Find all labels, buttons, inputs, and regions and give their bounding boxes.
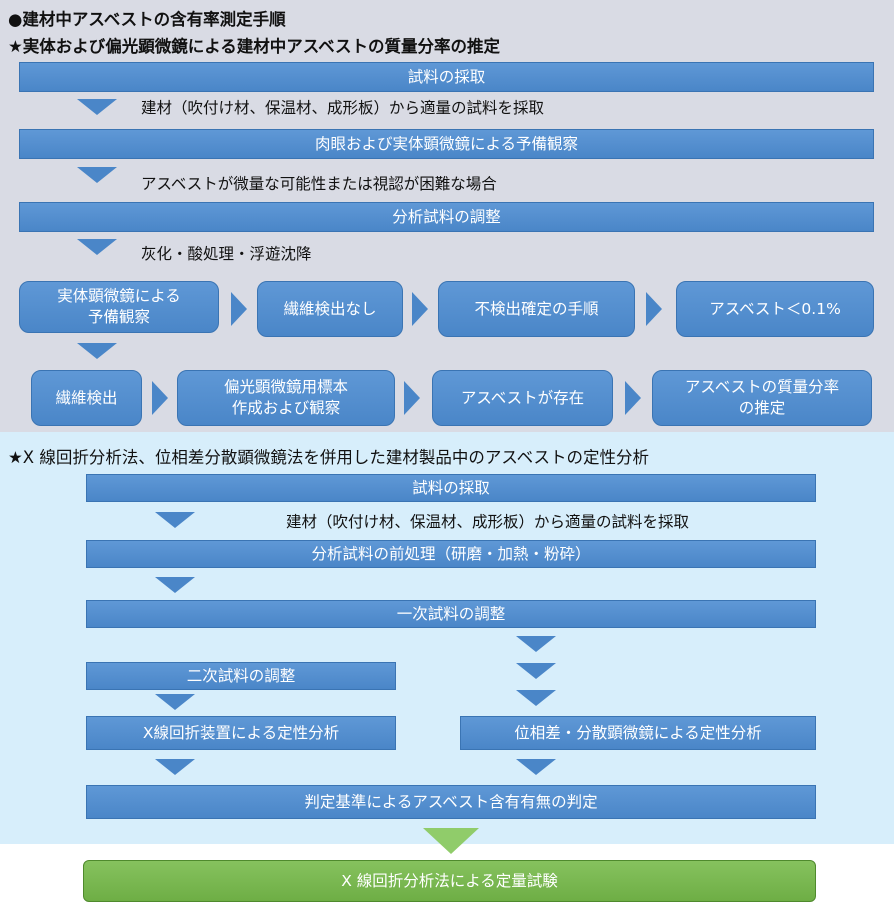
arrow-down-icon: [155, 577, 195, 593]
final-step-quantitative-test: X 線回折分析法による定量試験: [83, 860, 816, 902]
s2-step-judgement: 判定基準によるアスベスト含有有無の判定: [86, 785, 816, 819]
s2-step-primary: 一次試料の調整: [86, 600, 816, 628]
s1-step-preobservation: 肉眼および実体顕微鏡による予備観察: [19, 129, 874, 159]
section-1-subtitle: ★実体および偏光顕微鏡による建材中アスベストの質量分率の推定: [8, 37, 500, 56]
section-1-title: ●建材中アスベストの含有率測定手順: [8, 10, 286, 29]
arrow-down-icon: [77, 167, 117, 183]
arrow-right-icon: [231, 292, 247, 326]
arrow-down-icon: [77, 343, 117, 359]
s1-row2-box-2: 偏光顕微鏡用標本 作成および観察: [177, 370, 395, 426]
s1-step-sampling: 試料の採取: [19, 62, 874, 92]
section-2-title: ★X 線回折分析法、位相差分散顕微鏡法を併用した建材製品中のアスベストの定性分析: [8, 448, 650, 467]
arrow-down-icon: [423, 828, 479, 854]
arrow-right-icon: [404, 381, 420, 415]
s1-row1-box-2: 繊維検出なし: [257, 281, 403, 337]
arrow-down-icon: [516, 663, 556, 679]
s1-note-preparation: 灰化・酸処理・浮遊沈降: [141, 245, 312, 263]
s2-note-sampling: 建材（吹付け材、保温材、成形板）から適量の試料を採取: [286, 513, 690, 531]
arrow-down-icon: [77, 99, 117, 115]
s1-row1-box-3: 不検出確定の手順: [438, 281, 635, 337]
arrow-down-icon: [155, 512, 195, 528]
s1-row2-box-1: 繊維検出: [31, 370, 142, 426]
s1-row2-box-3: アスベストが存在: [432, 370, 613, 426]
arrow-down-icon: [155, 759, 195, 775]
s1-step-preparation: 分析試料の調整: [19, 202, 874, 232]
s2-step-phase: 位相差・分散顕微鏡による定性分析: [460, 716, 816, 750]
arrow-down-icon: [516, 636, 556, 652]
arrow-down-icon: [516, 759, 556, 775]
s2-step-pretreatment: 分析試料の前処理（研磨・加熱・粉砕）: [86, 540, 816, 568]
s1-note-preobservation: アスベストが微量な可能性または視認が困難な場合: [141, 175, 497, 193]
s1-row2-box-4: アスベストの質量分率 の推定: [652, 370, 872, 426]
arrow-right-icon: [412, 292, 428, 326]
arrow-down-icon: [155, 694, 195, 710]
s2-step-secondary: 二次試料の調整: [86, 662, 396, 690]
s2-step-xrd: X線回折装置による定性分析: [86, 716, 396, 750]
arrow-right-icon: [152, 381, 168, 415]
s2-step-sampling: 試料の採取: [86, 474, 816, 502]
arrow-down-icon: [77, 239, 117, 255]
arrow-right-icon: [646, 292, 662, 326]
s1-note-sampling: 建材（吹付け材、保温材、成形板）から適量の試料を採取: [141, 99, 545, 117]
s1-row1-box-1: 実体顕微鏡による 予備観察: [19, 281, 219, 333]
arrow-right-icon: [625, 381, 641, 415]
arrow-down-icon: [516, 690, 556, 706]
s1-row1-box-4: アスベスト＜0.1%: [676, 281, 874, 337]
